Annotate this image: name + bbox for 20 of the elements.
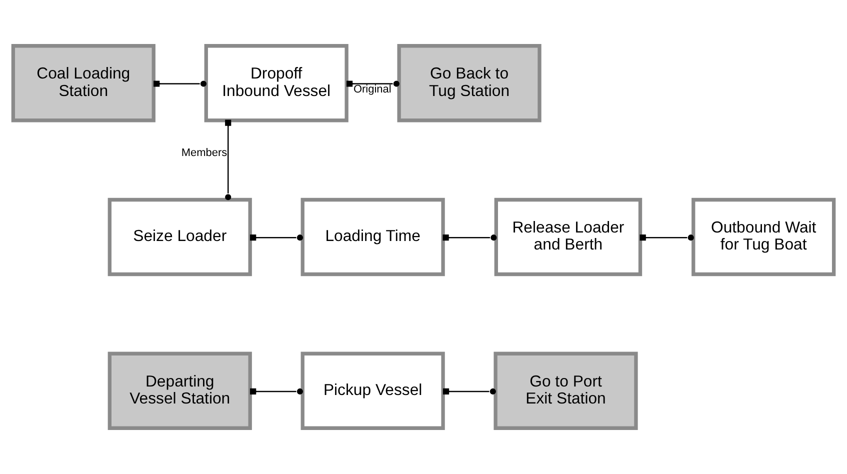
connector xyxy=(346,80,400,87)
connector xyxy=(442,234,497,241)
node-box: Go to Port Exit Station xyxy=(494,352,638,430)
node-box: Coal Loading Station xyxy=(11,44,156,122)
connector xyxy=(225,120,232,200)
edge-label: Original xyxy=(353,84,392,96)
connector xyxy=(250,388,303,395)
node-box: Loading Time xyxy=(300,198,445,276)
connector xyxy=(640,234,694,241)
connector xyxy=(442,388,496,395)
node-box: Departing Vessel Station xyxy=(108,352,252,430)
node-box: Seize Loader xyxy=(108,198,252,276)
node-box: Pickup Vessel xyxy=(300,352,445,430)
node-box: Release Loader and Berth xyxy=(494,198,642,276)
connector xyxy=(250,234,303,241)
node-box: Dropoff Inbound Vessel xyxy=(204,44,348,122)
node-box: Go Back to Tug Station xyxy=(397,44,542,122)
connector xyxy=(154,80,207,87)
edge-label: Members xyxy=(181,146,228,159)
node-box: Outbound Wait for Tug Boat xyxy=(692,198,836,276)
